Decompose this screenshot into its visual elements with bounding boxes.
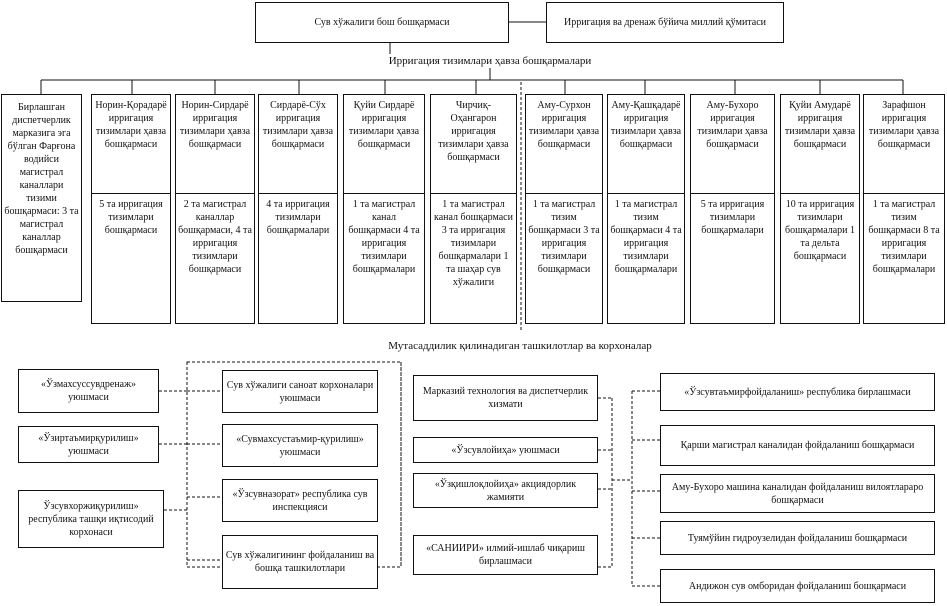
basin-detail-box: 10 та ирригация тизимлари бошқармалари 1… bbox=[780, 193, 860, 324]
basin-detail-box: 1 та магистрал канал бошқармаси 3 та ирр… bbox=[430, 193, 517, 324]
basin-detail-label: 1 та магистрал тизим бошқармаси 4 та ирр… bbox=[610, 199, 682, 275]
basin-detail-box: 1 та магистрал тизим бошқармаси 8 та ирр… bbox=[863, 193, 945, 324]
basin-detail-box: 1 та магистрал тизим бошқармаси 3 та ирр… bbox=[525, 193, 603, 324]
committee-label: Ирригация ва дренаж бўйича миллий қўмита… bbox=[563, 17, 767, 28]
basin-header-box: Қуйи Сирдарё ирригация тизимлари ҳавза б… bbox=[343, 94, 425, 194]
right-org-label: Қарши магистрал каналидан фойдаланиш бош… bbox=[680, 440, 915, 451]
basin-header-box: Норин-Сирдарё ирригация тизимлари ҳавза … bbox=[175, 94, 255, 194]
center-org-label: Марказий технология ва диспетчерлик хизм… bbox=[422, 386, 589, 410]
right-org-label: Аму-Бухоро машина каналидан фойдаланиш в… bbox=[671, 481, 924, 506]
basin-header-label: Аму-Сурхон ирригация тизимлари ҳавза бош… bbox=[528, 100, 600, 150]
basin-detail-label: 4 та ирригация тизимлари бошқармалари bbox=[266, 199, 330, 236]
mid-org-label: «Ўзсувназорат» республика сув инспекцияс… bbox=[232, 488, 368, 513]
basin-header-box: Зарафшон ирригация тизимлари ҳавза бошқа… bbox=[863, 94, 945, 194]
basin-header-label: Қуйи Сирдарё ирригация тизимлари ҳавза б… bbox=[348, 100, 420, 150]
basin-detail-box: 2 та магистрал каналлар бошқармаси, 4 та… bbox=[175, 193, 255, 324]
left-org-label: Ўзсувхоржиқурилиш» республика ташқи иқти… bbox=[28, 500, 154, 538]
right-org-box: Туямўйин гидроузелидан фойдаланиш бошқар… bbox=[660, 521, 935, 555]
left-org-label: «Ўзмахсуссувдренаж» уюшмаси bbox=[40, 379, 137, 403]
basin-header-box: Сирдарё-Сўх ирригация тизимлари ҳавза бо… bbox=[258, 94, 338, 194]
basin-detail-label: 1 та магистрал канал бошқармаси 3 та ирр… bbox=[434, 199, 513, 288]
left-org-label: «Ўзиртаъмирқурилиш» уюшмаси bbox=[38, 432, 139, 457]
right-org-box: Андижон сув омборидан фойдаланиш бошқарм… bbox=[660, 569, 935, 603]
basin-detail-label: 1 та магистрал тизим бошқармаси 3 та ирр… bbox=[528, 199, 600, 275]
center-org-box: «Ўзқишлоқлойиҳа» акциядорлик жамияти bbox=[413, 473, 598, 508]
mid-org-box: Сув хўжалиги саноат корхоналари уюшмаси bbox=[222, 370, 378, 413]
basin-detail-label: 5 та ирригация тизимлари бошқармалари bbox=[700, 199, 765, 236]
basin-header-label: Аму-Бухоро ирригация тизимлари ҳавза бош… bbox=[697, 100, 768, 150]
mid-org-box: «Ўзсувназорат» республика сув инспекцияс… bbox=[222, 479, 378, 522]
mid-org-box: Сув хўжалигининг фойдаланиш ва бошқа таш… bbox=[222, 535, 378, 589]
dispatch-label: Бирлашган диспетчерлик марказига эга бўл… bbox=[4, 102, 79, 256]
right-org-box: Аму-Бухоро машина каналидан фойдаланиш в… bbox=[660, 474, 935, 513]
right-org-box: «Ўзсувтаъмирфойдаланиш» республика бирла… bbox=[660, 373, 935, 411]
basin-header-box: Норин-Қорадарё ирригация тизимлари ҳавза… bbox=[91, 94, 171, 194]
center-org-box: Марказий технология ва диспетчерлик хизм… bbox=[413, 375, 598, 421]
right-org-label: Андижон сув омборидан фойдаланиш бошқарм… bbox=[688, 580, 907, 592]
basin-header-box: Чирчиқ-Оҳангарон ирригация тизимлари ҳав… bbox=[430, 94, 517, 194]
right-org-label: «Ўзсувтаъмирфойдаланиш» республика бирла… bbox=[684, 386, 911, 398]
basin-header-label: Зарафшон ирригация тизимлари ҳавза бошқа… bbox=[868, 100, 940, 150]
basin-header-label: Норин-Сирдарё ирригация тизимлари ҳавза … bbox=[179, 100, 251, 150]
left-org-box: Ўзсувхоржиқурилиш» республика ташқи иқти… bbox=[18, 490, 164, 548]
basin-detail-box: 5 та ирригация тизимлари бошқармалари bbox=[690, 193, 775, 324]
basin-header-box: Қуйи Амударё ирригация тизимлари ҳавза б… bbox=[780, 94, 860, 194]
mid-org-box: «Сувмахсустаъмир-қурилиш» уюшмаси bbox=[222, 424, 378, 467]
center-org-box: «Ўзсувлойиҳа» уюшмаси bbox=[413, 437, 598, 463]
basin-header-label: Аму-Қашқадарё ирригация тизимлари ҳавза … bbox=[610, 100, 682, 150]
basin-detail-box: 5 та ирригация тизимлари бошқармаси bbox=[91, 193, 171, 324]
basin-header-box: Аму-Сурхон ирригация тизимлари ҳавза бош… bbox=[525, 94, 603, 194]
basin-detail-box: 4 та ирригация тизимлари бошқармалари bbox=[258, 193, 338, 324]
basin-header-label: Сирдарё-Сўх ирригация тизимлари ҳавза бо… bbox=[262, 100, 334, 150]
basin-detail-box: 1 та магистрал канал бошқармаси 4 та ирр… bbox=[343, 193, 425, 324]
mid-org-label: Сув хўжалиги саноат корхоналари уюшмаси bbox=[226, 379, 374, 404]
mid-org-label: Сув хўжалигининг фойдаланиш ва бошқа таш… bbox=[225, 550, 375, 574]
right-org-box: Қарши магистрал каналидан фойдаланиш бош… bbox=[660, 425, 935, 466]
basin-detail-label: 5 та ирригация тизимлари бошқармаси bbox=[99, 199, 163, 236]
basin-header-label: Чирчиқ-Оҳангарон ирригация тизимлари ҳав… bbox=[438, 100, 509, 163]
center-org-label: «Ўзсувлойиҳа» уюшмаси bbox=[451, 444, 560, 456]
basin-header-label: Норин-Қорадарё ирригация тизимлари ҳавза… bbox=[95, 100, 167, 150]
main-directorate-box: Сув хўжалиги бош бошқармаси bbox=[255, 2, 509, 43]
committee-box: Ирригация ва дренаж бўйича миллий қўмита… bbox=[546, 2, 784, 43]
main-directorate-label: Сув хўжалиги бош бошқармаси bbox=[314, 17, 450, 28]
basin-header-label: Қуйи Амударё ирригация тизимлари ҳавза б… bbox=[784, 100, 856, 150]
basin-caption: Ирригация тизимлари ҳавза бошқармалари bbox=[340, 54, 640, 68]
center-org-label: «САНИИРИ» илмий-ишлаб чиқариш бирлашмаси bbox=[426, 543, 585, 567]
center-org-box: «САНИИРИ» илмий-ишлаб чиқариш бирлашмаси bbox=[413, 535, 598, 575]
left-org-box: «Ўзмахсуссувдренаж» уюшмаси bbox=[18, 369, 159, 413]
orgs-caption: Мутасаддилик қилинадиган ташкилотлар ва … bbox=[340, 339, 700, 353]
basin-detail-label: 10 та ирригация тизимлари бошқармалари 1… bbox=[785, 199, 855, 262]
dispatch-box: Бирлашган диспетчерлик марказига эга бўл… bbox=[1, 94, 82, 302]
basin-header-box: Аму-Қашқадарё ирригация тизимлари ҳавза … bbox=[607, 94, 685, 194]
center-org-label: «Ўзқишлоқлойиҳа» акциядорлик жамияти bbox=[434, 478, 577, 503]
right-org-label: Туямўйин гидроузелидан фойдаланиш бошқар… bbox=[687, 532, 908, 544]
left-org-box: «Ўзиртаъмирқурилиш» уюшмаси bbox=[18, 426, 159, 463]
basin-detail-label: 2 та магистрал каналлар бошқармаси, 4 та… bbox=[178, 199, 252, 275]
basin-detail-label: 1 та магистрал тизим бошқармаси 8 та ирр… bbox=[868, 199, 940, 275]
basin-header-box: Аму-Бухоро ирригация тизимлари ҳавза бош… bbox=[690, 94, 775, 194]
basin-detail-box: 1 та магистрал тизим бошқармаси 4 та ирр… bbox=[607, 193, 685, 324]
basin-detail-label: 1 та магистрал канал бошқармаси 4 та ирр… bbox=[348, 199, 420, 275]
mid-org-label: «Сувмахсустаъмир-қурилиш» уюшмаси bbox=[236, 433, 364, 458]
